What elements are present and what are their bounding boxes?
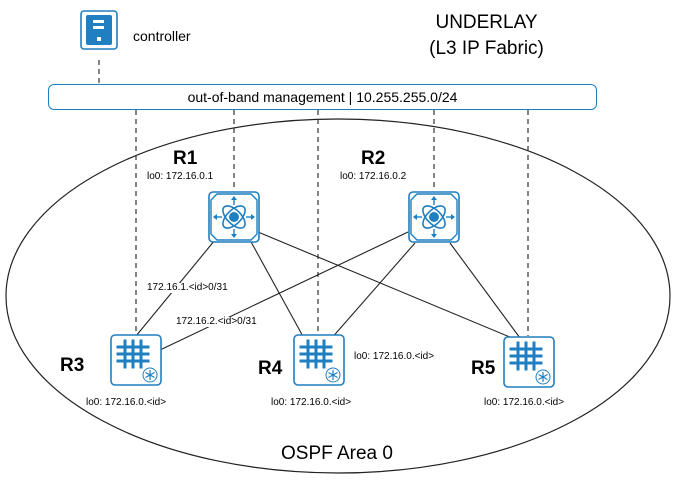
loopback-r2: lo0: 172.16.0.2	[340, 171, 407, 182]
subnet-label-r1: 172.16.1.<id>0/31	[147, 282, 228, 293]
link-r1-r4	[249, 239, 306, 341]
management-label: out-of-band management | 10.255.255.0/24	[187, 89, 458, 105]
diagram-subtitle: (L3 IP Fabric)	[429, 38, 544, 59]
server-icon[interactable]	[80, 10, 118, 50]
leaf-switch-icon[interactable]	[110, 334, 162, 386]
spine-router-icon[interactable]	[408, 191, 460, 243]
loopback-r4: lo0: 172.16.0.<id>	[271, 397, 352, 408]
leaf-switch-icon[interactable]	[293, 334, 345, 386]
link-r2-r3	[159, 231, 409, 351]
leaf-switch-icon[interactable]	[503, 336, 555, 388]
loopback-r5: lo0: 172.16.0.<id>	[484, 397, 565, 408]
router-name-r3: R3	[60, 355, 85, 376]
router-name-r5: R5	[471, 358, 496, 379]
subnet-label-r2: 172.16.2.<id>0/31	[176, 316, 257, 327]
router-name-r2: R2	[361, 148, 386, 169]
ospf-area-boundary	[5, 118, 671, 474]
loopback-r1: lo0: 172.16.0.1	[147, 171, 214, 182]
ospf-area-label: OSPF Area 0	[281, 443, 393, 464]
link-r2-r5	[449, 242, 521, 339]
diagram-title: UNDERLAY	[435, 12, 538, 33]
management-links	[98, 60, 529, 336]
loopback-r3: lo0: 172.16.0.<id>	[86, 397, 167, 408]
router-name-r4: R4	[258, 358, 283, 379]
spine-router-icon[interactable]	[208, 191, 260, 243]
loopback-label-r4-extra: lo0: 172.16.0.<id>	[354, 351, 435, 362]
router-name-r1: R1	[173, 148, 198, 169]
link-r2-r4	[329, 242, 416, 341]
link-r1-r5	[257, 231, 518, 341]
controller-label: controller	[133, 28, 191, 44]
management-network-bar[interactable]: out-of-band management | 10.255.255.0/24	[48, 84, 597, 110]
